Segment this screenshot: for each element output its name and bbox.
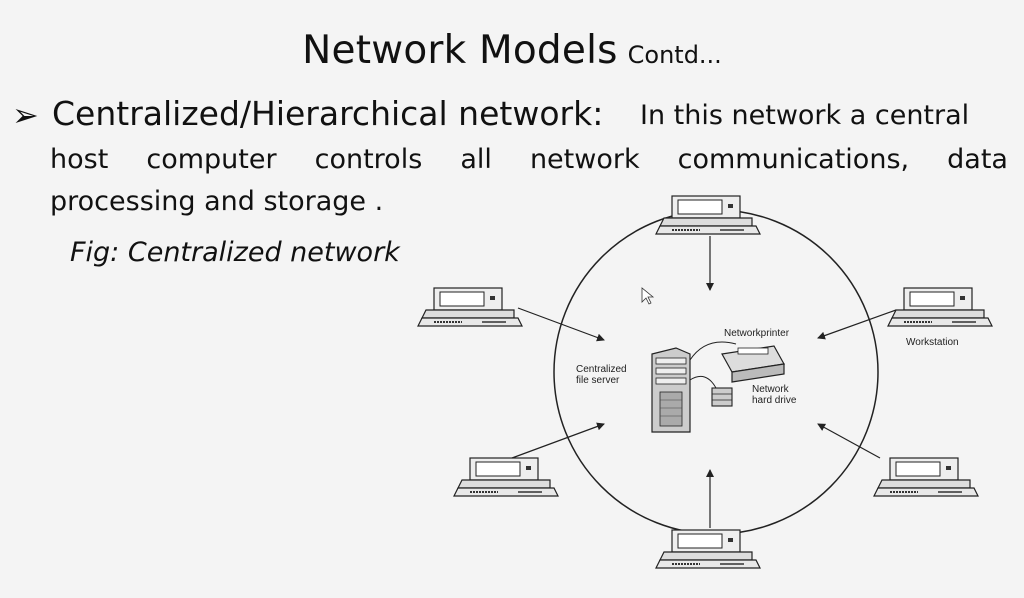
printer-icon	[721, 345, 785, 383]
workstation-icon	[873, 457, 979, 497]
drive-label-line1: Network	[752, 384, 790, 395]
line2-word: communications,	[677, 144, 910, 175]
printer-label: Networkprinter	[724, 328, 790, 339]
title-main: Network Models	[302, 28, 618, 73]
bullet-text-line3: processing and storage .	[50, 186, 384, 217]
server-label-line2: file server	[576, 375, 620, 386]
file-server-icon	[651, 347, 691, 433]
workstation-label: Workstation	[906, 337, 959, 348]
title-suffix: Contd...	[627, 41, 722, 69]
line2-word: data	[947, 144, 1008, 175]
workstation-icon	[453, 457, 559, 497]
line2-word: host	[50, 144, 109, 175]
connector-arrow	[817, 309, 897, 340]
hard-drive-icon	[711, 387, 733, 407]
workstation-icon	[655, 529, 761, 569]
line2-word: controls	[314, 144, 423, 175]
mouse-cursor-icon	[641, 287, 655, 305]
connector-arrow	[817, 423, 881, 459]
line2-word: all	[460, 144, 492, 175]
bullet-arrow-icon: ➢	[12, 96, 39, 134]
workstation-icon	[887, 287, 993, 327]
figure-caption: Fig: Centralized network	[70, 237, 400, 268]
line2-word: computer	[146, 144, 277, 175]
bullet-text-line2: host computer controls all network commu…	[50, 144, 1008, 176]
line2-word: network	[529, 144, 640, 175]
connector-arrow	[511, 422, 605, 459]
bullet-text-line1: In this network a central	[640, 100, 970, 131]
drive-label-line2: hard drive	[752, 395, 797, 406]
connector-arrow	[517, 307, 605, 342]
slide-title: Network Models Contd...	[0, 28, 1024, 73]
server-label-line1: Centralized	[576, 364, 627, 375]
workstation-icon	[655, 195, 761, 235]
bullet-heading: Centralized/Hierarchical network:	[52, 94, 604, 133]
workstation-icon	[417, 287, 523, 327]
